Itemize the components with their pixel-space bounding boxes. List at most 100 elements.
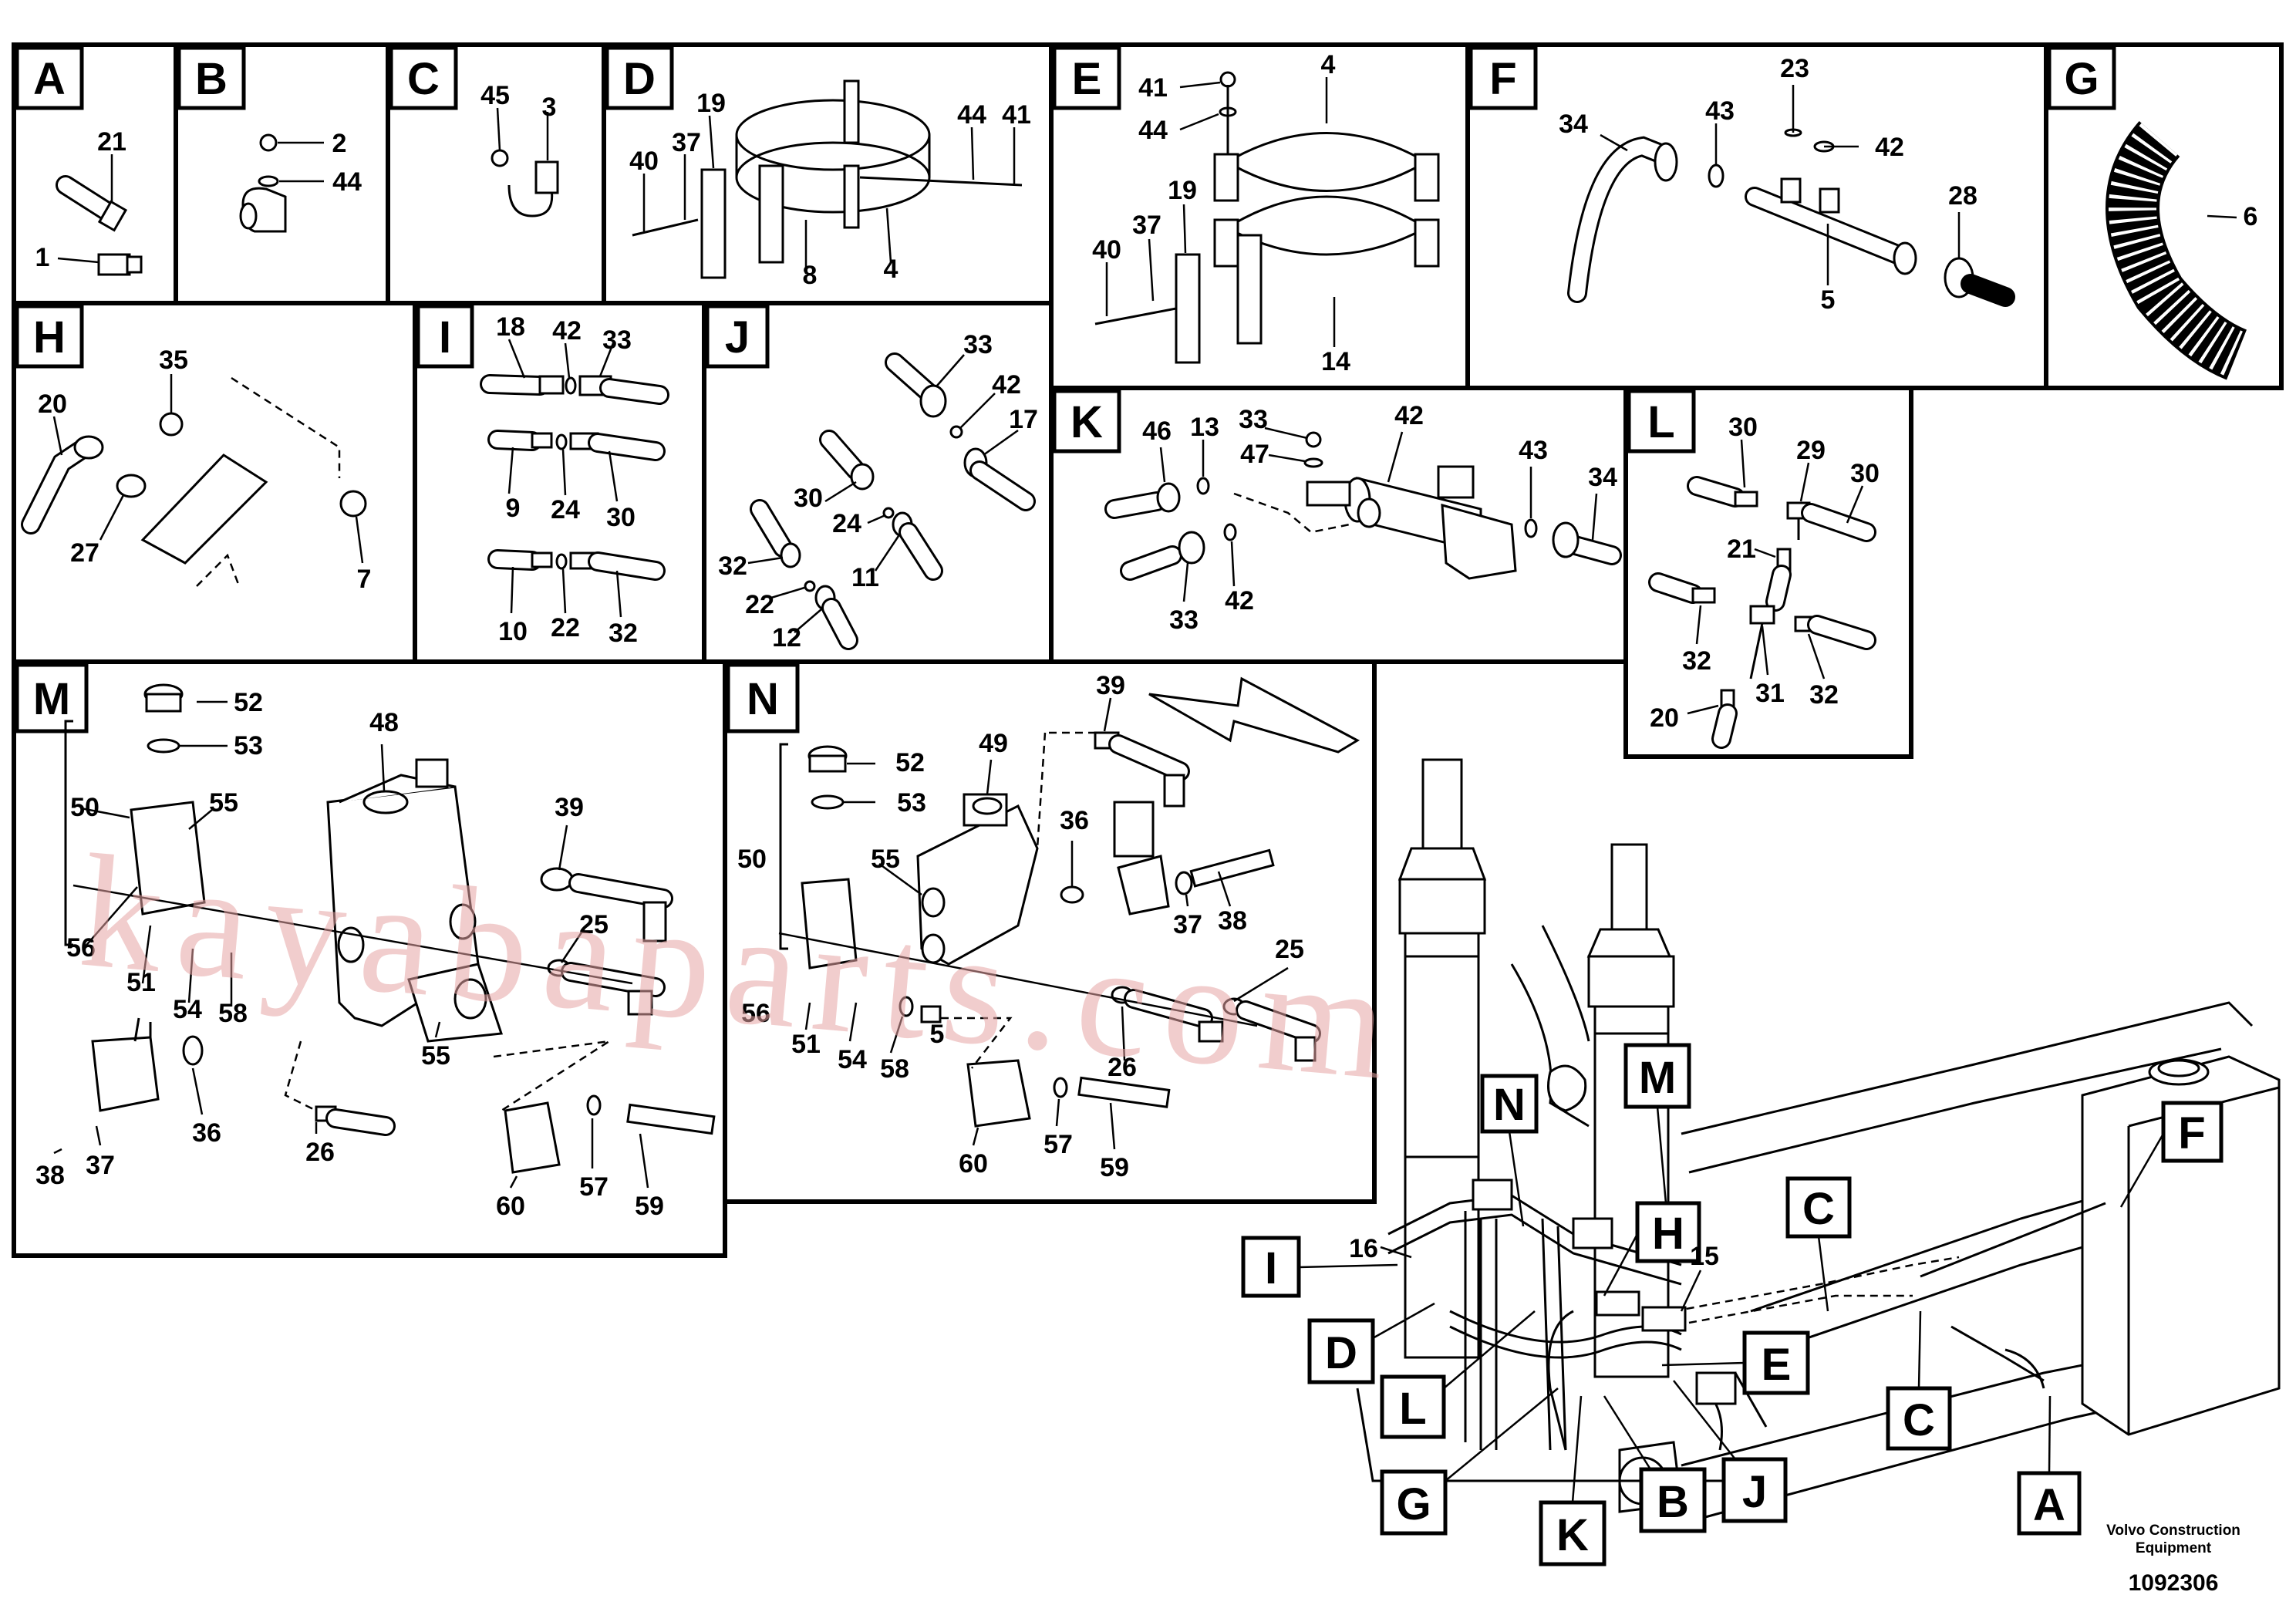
part-number-label: 31 bbox=[1755, 679, 1785, 708]
panel-letter: A bbox=[2033, 1480, 2065, 1530]
panel-letter: L bbox=[1647, 397, 1674, 447]
callout-c-upper: C bbox=[1785, 1176, 1852, 1312]
part-number-label: 13 bbox=[1190, 413, 1219, 442]
panel-letter: J bbox=[1742, 1467, 1767, 1517]
part-number-label: 39 bbox=[1096, 671, 1125, 700]
part-number-label: 36 bbox=[1060, 806, 1089, 835]
part-number-label: 57 bbox=[1043, 1130, 1073, 1159]
panel-letter: F bbox=[1489, 54, 1516, 104]
part-number-label: 15 bbox=[1690, 1242, 1719, 1271]
part-number-label: 30 bbox=[606, 503, 636, 532]
callout-d: D bbox=[1307, 1302, 1435, 1384]
part-number-label: 37 bbox=[1132, 211, 1161, 240]
callout-c-lower: C bbox=[1886, 1310, 1952, 1451]
part-number-label: 30 bbox=[1728, 413, 1758, 442]
panel-m-drawing: 52 53 48 50 55 39 25 56 51 54 58 55 36 2… bbox=[35, 683, 716, 1221]
part-number-label: 44 bbox=[1138, 116, 1168, 145]
part-number-label: 1 bbox=[35, 243, 50, 272]
callout-j: J bbox=[1673, 1380, 1788, 1523]
panel-i-label: I bbox=[416, 304, 474, 369]
part-number-label: 41 bbox=[1138, 73, 1168, 103]
part-number-label: 29 bbox=[1796, 436, 1826, 465]
part-number-label: 40 bbox=[629, 147, 659, 176]
part-number-label: 38 bbox=[1218, 906, 1247, 936]
part-number-label: 36 bbox=[192, 1118, 221, 1148]
part-number-label: 55 bbox=[209, 788, 238, 818]
part-number-label: 42 bbox=[1875, 133, 1904, 162]
panel-g-label: G bbox=[2047, 46, 2116, 110]
part-number-label: 25 bbox=[1275, 935, 1304, 964]
part-number-label: 20 bbox=[38, 389, 67, 419]
panel-letter: H bbox=[33, 312, 66, 363]
part-number-label: 53 bbox=[897, 788, 926, 818]
part-number-label: 24 bbox=[551, 495, 580, 524]
panel-letter: F bbox=[2178, 1108, 2205, 1158]
panel-letter: D bbox=[1325, 1328, 1357, 1378]
part-number-label: 38 bbox=[35, 1161, 65, 1190]
panel-letter-labels: A B C D E F G H I J K L M N bbox=[15, 46, 2116, 733]
part-number-label: 39 bbox=[555, 793, 584, 822]
part-number-label: 12 bbox=[772, 623, 801, 653]
callout-l: L bbox=[1380, 1310, 1536, 1439]
part-number-label: 33 bbox=[963, 330, 993, 359]
panel-b-drawing: 2 44 bbox=[239, 129, 362, 233]
part-number-label: 30 bbox=[794, 484, 823, 513]
panel-letter: C bbox=[407, 54, 440, 104]
part-number-label: 34 bbox=[1559, 110, 1588, 139]
part-number-label: 51 bbox=[791, 1030, 821, 1059]
part-number-label: 60 bbox=[959, 1149, 988, 1179]
part-number-label: 20 bbox=[1650, 703, 1679, 733]
callout-g: G bbox=[1380, 1388, 1559, 1536]
document-number: 1092306 bbox=[2129, 1570, 2219, 1596]
part-number-label: 42 bbox=[552, 316, 582, 346]
part-number-label: 56 bbox=[66, 933, 96, 963]
part-number-label: 3 bbox=[542, 93, 557, 122]
panel-letter: B bbox=[1657, 1477, 1689, 1527]
part-number-label: 32 bbox=[718, 551, 747, 581]
part-number-label: 6 bbox=[2244, 202, 2258, 231]
panel-letter: E bbox=[1072, 54, 1102, 104]
panel-letter: K bbox=[1070, 397, 1103, 447]
part-number-label: 45 bbox=[480, 81, 510, 110]
part-number-label: 2 bbox=[332, 129, 347, 158]
part-number-label: 58 bbox=[880, 1054, 909, 1084]
panel-letter: A bbox=[33, 54, 66, 104]
callout-a: A bbox=[2017, 1395, 2082, 1536]
part-number-label: 40 bbox=[1092, 235, 1121, 265]
part-number-label: 55 bbox=[421, 1041, 450, 1071]
part-number-label: 53 bbox=[234, 731, 263, 760]
part-number-label: 19 bbox=[1168, 176, 1197, 205]
panel-letter: N bbox=[1493, 1080, 1526, 1130]
part-number-label: 22 bbox=[745, 590, 774, 619]
part-number-label: 23 bbox=[1780, 54, 1809, 83]
panel-k-drawing: 46 13 33 42 47 43 34 33 42 bbox=[1104, 401, 1622, 635]
callout-k: K bbox=[1539, 1395, 1607, 1566]
part-number-label: 16 bbox=[1349, 1234, 1378, 1263]
panel-d-label: D bbox=[605, 46, 674, 110]
part-number-label: 32 bbox=[1809, 680, 1839, 710]
part-number-label: 28 bbox=[1948, 181, 1977, 211]
part-number-label: 26 bbox=[305, 1138, 335, 1167]
panel-i-drawing: 18 42 33 9 24 30 10 22 32 bbox=[480, 312, 669, 648]
panel-n-label: N bbox=[726, 663, 800, 733]
panel-letter: J bbox=[725, 312, 750, 363]
overview-machine bbox=[1356, 758, 2281, 1521]
panel-letter: C bbox=[1903, 1395, 1935, 1445]
panel-frames bbox=[12, 42, 2284, 1258]
caption: Volvo Construction Equipment 1092306 bbox=[2106, 1523, 2240, 1596]
part-number-label: 33 bbox=[602, 325, 632, 355]
callout-b: B bbox=[1603, 1395, 1707, 1533]
part-number-label: 21 bbox=[1727, 534, 1756, 564]
panel-l-label: L bbox=[1627, 389, 1696, 454]
callout-h: H bbox=[1603, 1201, 1701, 1297]
part-number-label: 25 bbox=[579, 910, 609, 939]
part-number-label: 33 bbox=[1239, 405, 1268, 434]
part-number-label: 47 bbox=[1240, 440, 1269, 469]
caption-line-1: Volvo Construction bbox=[2106, 1523, 2240, 1539]
panel-b-label: B bbox=[177, 46, 246, 110]
overview-callouts: N M I H C F E D L C G K B J A 16 15 bbox=[1241, 1043, 2224, 1566]
part-number-label: 56 bbox=[741, 999, 770, 1028]
panel-e-label: E bbox=[1052, 46, 1121, 110]
part-number-label: 5 bbox=[930, 1020, 945, 1049]
part-number-label: 34 bbox=[1588, 463, 1617, 492]
